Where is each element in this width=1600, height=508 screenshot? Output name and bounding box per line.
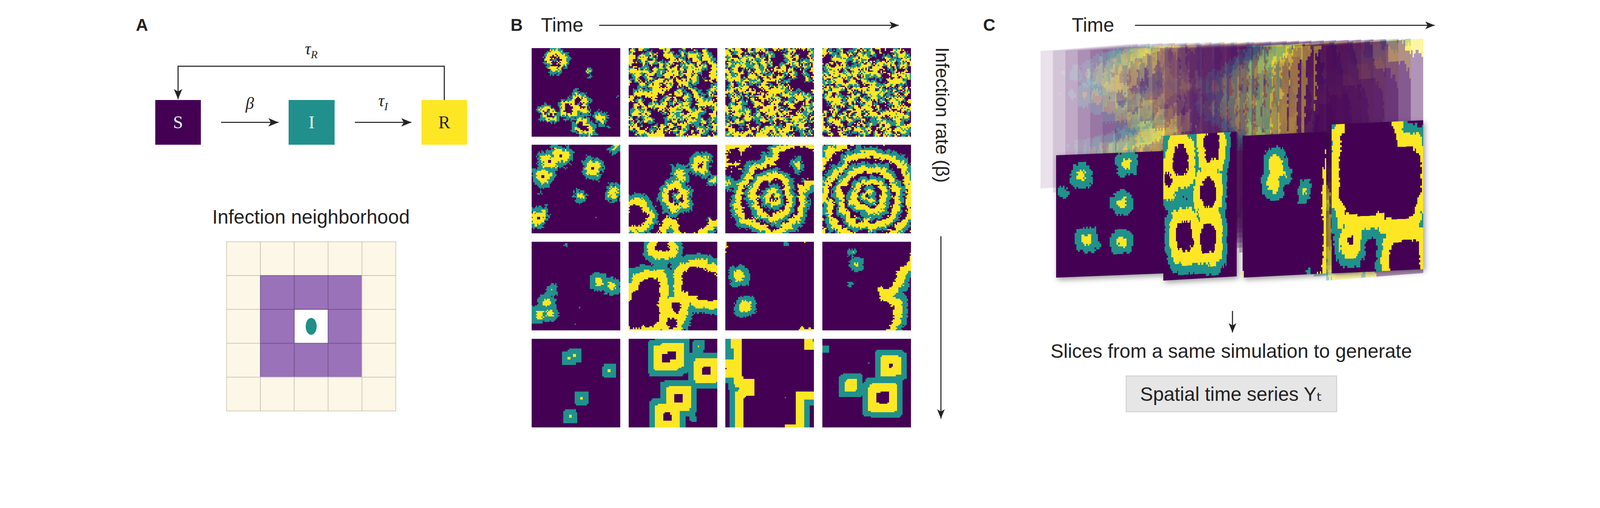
grid-cell — [226, 309, 261, 344]
grid-cell — [226, 241, 261, 276]
state-box: I — [288, 100, 335, 145]
node-text: I — [308, 112, 315, 133]
simulation-snapshot — [628, 144, 718, 234]
caption-text: Slices from a same simulation to generat… — [1050, 340, 1413, 363]
down-arrow — [1232, 310, 1234, 333]
grid-cell — [328, 377, 363, 411]
simulation-snapshot — [531, 144, 621, 234]
grid-cell — [260, 343, 295, 378]
simulation-snapshot — [725, 144, 814, 234]
transition-arrow — [178, 66, 445, 100]
time-arrow — [1135, 24, 1435, 27]
axis-label: Infection rate (β) — [931, 47, 953, 183]
grid-cell — [294, 241, 328, 276]
caption-text: Time — [540, 13, 584, 37]
simulation-snapshot — [725, 241, 814, 331]
grid-cell — [362, 377, 396, 411]
output-box: Spatial time series Yₜ — [1125, 375, 1338, 413]
node-text: S — [172, 112, 183, 133]
grid-cell — [260, 309, 295, 344]
state-box: S — [155, 100, 201, 145]
caption-text: Time — [1071, 13, 1115, 37]
grid-cell — [294, 275, 328, 310]
panel-letter: B — [510, 15, 523, 35]
simulation-snapshot — [822, 48, 911, 137]
grid-cell — [260, 241, 295, 276]
time-arrow — [599, 24, 899, 27]
simulation-snapshot — [725, 48, 814, 137]
grid-cell — [362, 241, 396, 276]
grid-cell — [328, 343, 363, 378]
grid-cell — [226, 377, 261, 411]
grid-cell — [226, 343, 261, 378]
neighborhood-grid — [226, 241, 396, 411]
state-box: R — [421, 100, 468, 145]
grid-cell — [362, 343, 396, 378]
transition-arrow — [221, 121, 279, 124]
grid-cell — [294, 343, 328, 378]
grid-cell — [294, 377, 328, 411]
grid-cell — [362, 309, 396, 344]
node-text: Spatial time series Yₜ — [1140, 382, 1323, 406]
panel-letter: A — [135, 15, 149, 35]
rate-label: τR — [304, 39, 318, 62]
rate-arrow — [940, 236, 942, 419]
grid-cell — [260, 377, 295, 411]
simulation-snapshot — [822, 241, 911, 331]
grid-cell — [362, 275, 396, 310]
grid-cell — [328, 275, 363, 310]
slice-stack — [1029, 37, 1444, 309]
grid-cell — [226, 275, 261, 310]
grid-cell — [294, 309, 328, 344]
simulation-snapshot — [628, 338, 718, 428]
grid-cell — [328, 309, 363, 344]
simulation-snapshot — [531, 241, 621, 331]
caption-text: Infection neighborhood — [212, 205, 410, 229]
transition-arrow — [354, 121, 412, 124]
node-text: R — [438, 112, 451, 133]
grid-cell — [328, 241, 363, 276]
rate-label: β — [245, 93, 255, 114]
simulation-snapshot — [822, 144, 911, 234]
simulation-snapshot — [628, 48, 718, 137]
agent-dot — [305, 318, 317, 336]
simulation-snapshot — [822, 338, 911, 428]
rate-label: τI — [378, 91, 389, 114]
panel-letter: C — [983, 15, 996, 35]
simulation-snapshot — [531, 48, 621, 137]
simulation-snapshot — [725, 338, 814, 428]
simulation-snapshot — [531, 338, 621, 428]
grid-cell — [260, 275, 295, 310]
simulation-snapshot — [628, 241, 718, 331]
